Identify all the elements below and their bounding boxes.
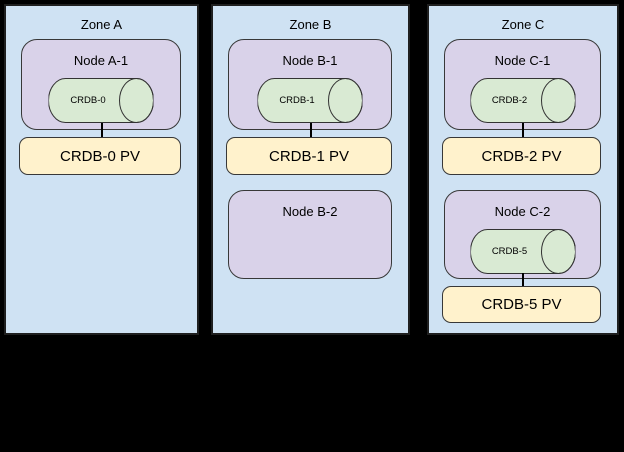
node-b1-label: Node B-1 [282,53,338,68]
node-c1-box: Node C-1 CRDB-2 [444,39,601,130]
node-c2-label: Node C-2 [494,204,551,219]
node-b2-box: Node B-2 [228,190,392,279]
node-c1-label: Node C-1 [494,53,551,68]
cylinder-shape [470,78,575,123]
crdb-2-pv-box: CRDB-2 PV [442,137,601,175]
zone-a-label: Zone A [80,17,123,32]
crdb-1-pv-box: CRDB-1 PV [226,137,392,175]
crdb-5-pv-box: CRDB-5 PV [442,286,601,323]
node-c2-box: Node C-2 CRDB-5 [444,190,601,279]
connector-line [100,123,103,138]
node-b1-box: Node B-1 CRDB-1 [228,39,392,130]
connector-line [522,273,524,287]
connector-line [522,123,524,138]
node-a1-label: Node A-1 [73,53,129,68]
crdb-5-pv-label: CRDB-5 PV [481,296,562,313]
crdb-1-pv-label: CRDB-1 PV [268,147,350,165]
crdb-1-label: CRDB-1 [279,95,315,106]
cylinder-shape [257,78,363,123]
crdb-0-cylinder-icon: CRDB-0 [48,78,154,123]
node-b2-label: Node B-2 [282,204,338,219]
crdb-0-pv-box: CRDB-0 PV [19,137,181,175]
cylinder-shape [48,78,154,123]
zone-c-panel: Zone C Node C-1 CRDB-2 CRDB-2 PV Node C-… [427,4,619,335]
crdb-5-label: CRDB-5 [491,246,528,257]
zone-c-label: Zone C [501,17,545,32]
zone-b-label: Zone B [289,17,332,32]
crdb-2-cylinder-icon: CRDB-2 [470,78,575,123]
node-a1-box: Node A-1 CRDB-0 [21,39,181,130]
crdb-2-label: CRDB-2 [491,95,528,106]
crdb-5-cylinder-icon: CRDB-5 [470,229,575,274]
crdb-1-cylinder-icon: CRDB-1 [257,78,363,123]
zone-b-panel: Zone B Node B-1 CRDB-1 CRDB-1 PV Node B-… [211,4,410,335]
crdb-2-pv-label: CRDB-2 PV [481,147,562,165]
crdb-0-label: CRDB-0 [70,95,106,106]
connector-line [309,123,312,138]
crdb-0-pv-label: CRDB-0 PV [59,147,141,165]
zone-a-panel: Zone A Node A-1 CRDB-0 CRDB-0 PV [4,4,199,335]
cylinder-shape [470,229,575,274]
